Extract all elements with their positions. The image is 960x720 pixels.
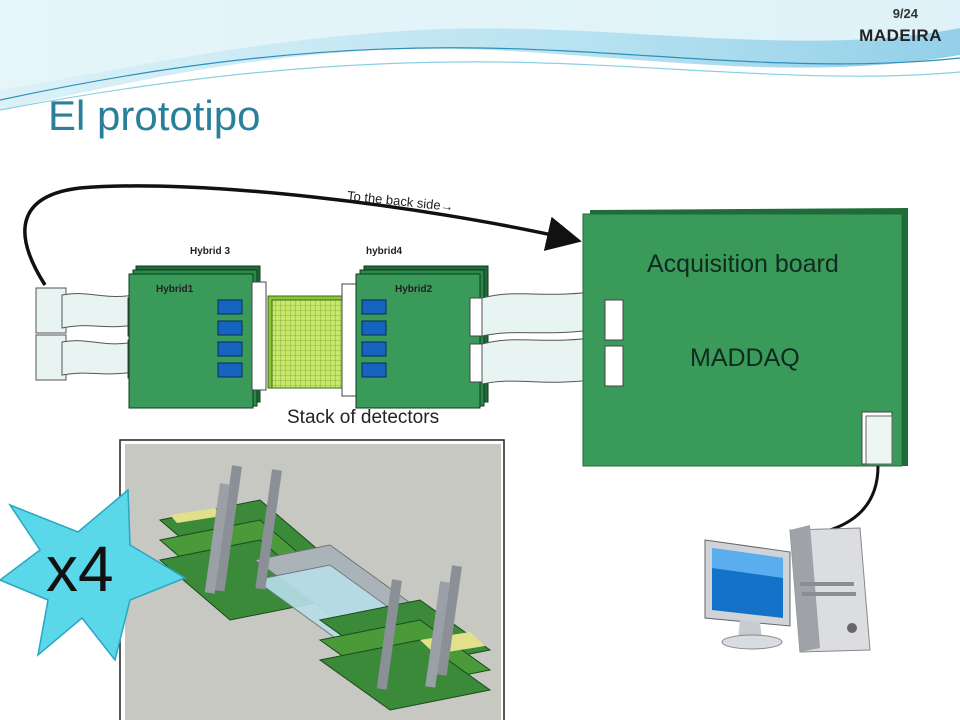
computer-cable bbox=[829, 465, 880, 532]
acquisition-board-label: Acquisition board bbox=[647, 250, 839, 278]
computer-icon bbox=[704, 525, 871, 653]
detector-render-image bbox=[119, 439, 505, 720]
slide-title: El prototipo bbox=[48, 92, 261, 139]
hybrid1-board bbox=[128, 265, 267, 409]
page-number: 9/24 bbox=[892, 6, 918, 21]
back-side-arrow bbox=[23, 184, 582, 286]
brand-label: MADEIRA bbox=[859, 26, 942, 45]
hybrid2-label: Hybrid2 bbox=[395, 284, 433, 295]
hybrid1-label: Hybrid1 bbox=[156, 284, 194, 295]
hybrid4-label: hybrid4 bbox=[366, 246, 403, 257]
multiplier-label: x4 bbox=[46, 533, 114, 605]
left-cables bbox=[35, 287, 143, 381]
right-cables bbox=[481, 289, 609, 385]
maddaq-label: MADDAQ bbox=[690, 344, 800, 372]
header-wave-decoration bbox=[0, 0, 960, 111]
hybrid2-board bbox=[341, 265, 489, 409]
detector-stack bbox=[267, 295, 355, 389]
stack-of-detectors-label: Stack of detectors bbox=[287, 407, 440, 428]
hybrid3-label: Hybrid 3 bbox=[190, 246, 231, 257]
x4-burst bbox=[0, 488, 187, 662]
acquisition-board bbox=[582, 208, 908, 467]
